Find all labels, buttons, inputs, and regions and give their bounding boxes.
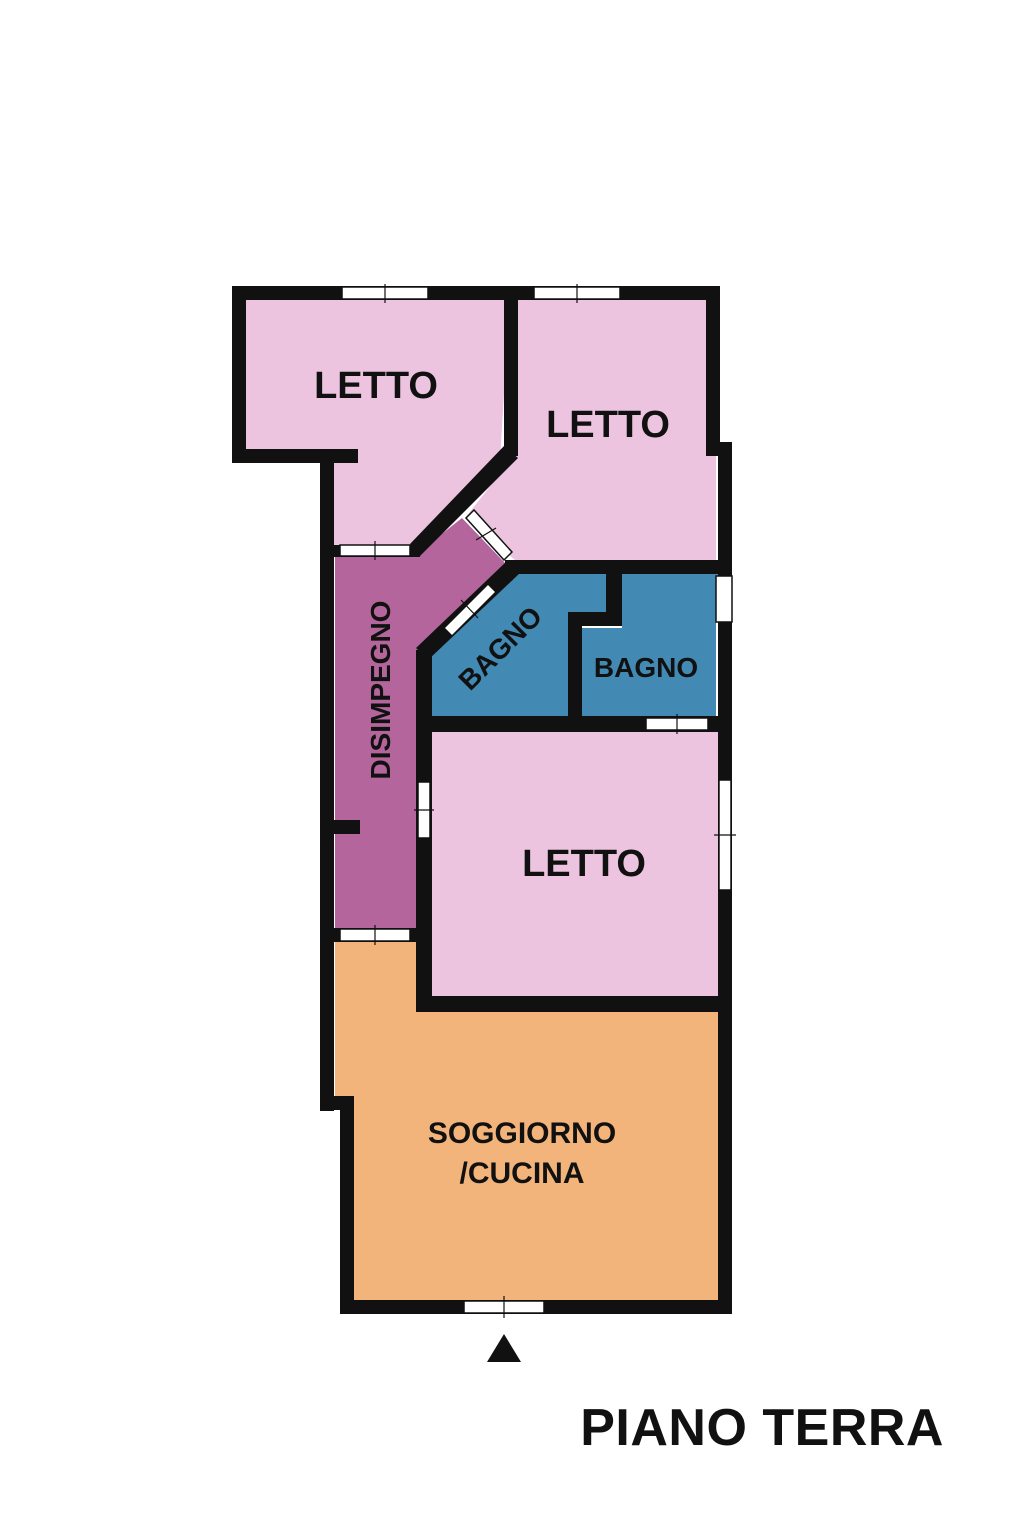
wall-left-main: [320, 449, 334, 1111]
wall-bedroom-living: [416, 996, 732, 1012]
room-bagno-left: [430, 573, 608, 718]
room-soggiorno-cucina: [335, 940, 718, 1300]
wall-bath-step-h: [568, 612, 608, 626]
room-letto-top-right: [465, 295, 716, 560]
wall-divider-top: [504, 286, 518, 456]
room-bagno-right: [580, 573, 732, 718]
entrance-arrow-icon: [487, 1334, 521, 1362]
label-letto-middle: LETTO: [522, 843, 646, 885]
room-letto-top-left: [240, 295, 510, 548]
label-cucina: /CUCINA: [460, 1157, 585, 1190]
wall-hall-stub: [320, 820, 360, 834]
label-soggiorno: SOGGIORNO: [428, 1117, 616, 1150]
room-labels: LETTO LETTO DISIMPEGNO BAGNO BAGNO LETTO…: [314, 365, 698, 1190]
wall-left-top: [232, 286, 246, 463]
openings: [339, 284, 736, 1318]
wall-diagonal-upper: [410, 446, 518, 556]
label-letto-top-left: LETTO: [314, 365, 438, 407]
room-disimpegno: [335, 518, 507, 935]
wall-step-top: [232, 449, 358, 463]
label-letto-top-right: LETTO: [546, 404, 670, 446]
label-bagno-right: BAGNO: [594, 652, 698, 683]
window-bath-right: [715, 575, 733, 623]
wall-bath-middle: [568, 612, 582, 720]
wall-bath-step-v: [606, 560, 622, 626]
wall-right-top: [706, 286, 720, 456]
door-top-right-bedroom: [464, 508, 514, 562]
floor-title: PIANO TERRA: [580, 1399, 944, 1457]
wall-left-lower: [340, 1096, 354, 1314]
label-disimpegno: DISIMPEGNO: [365, 601, 396, 780]
room-letto-middle: [430, 732, 718, 997]
room-fills: [240, 295, 732, 1300]
